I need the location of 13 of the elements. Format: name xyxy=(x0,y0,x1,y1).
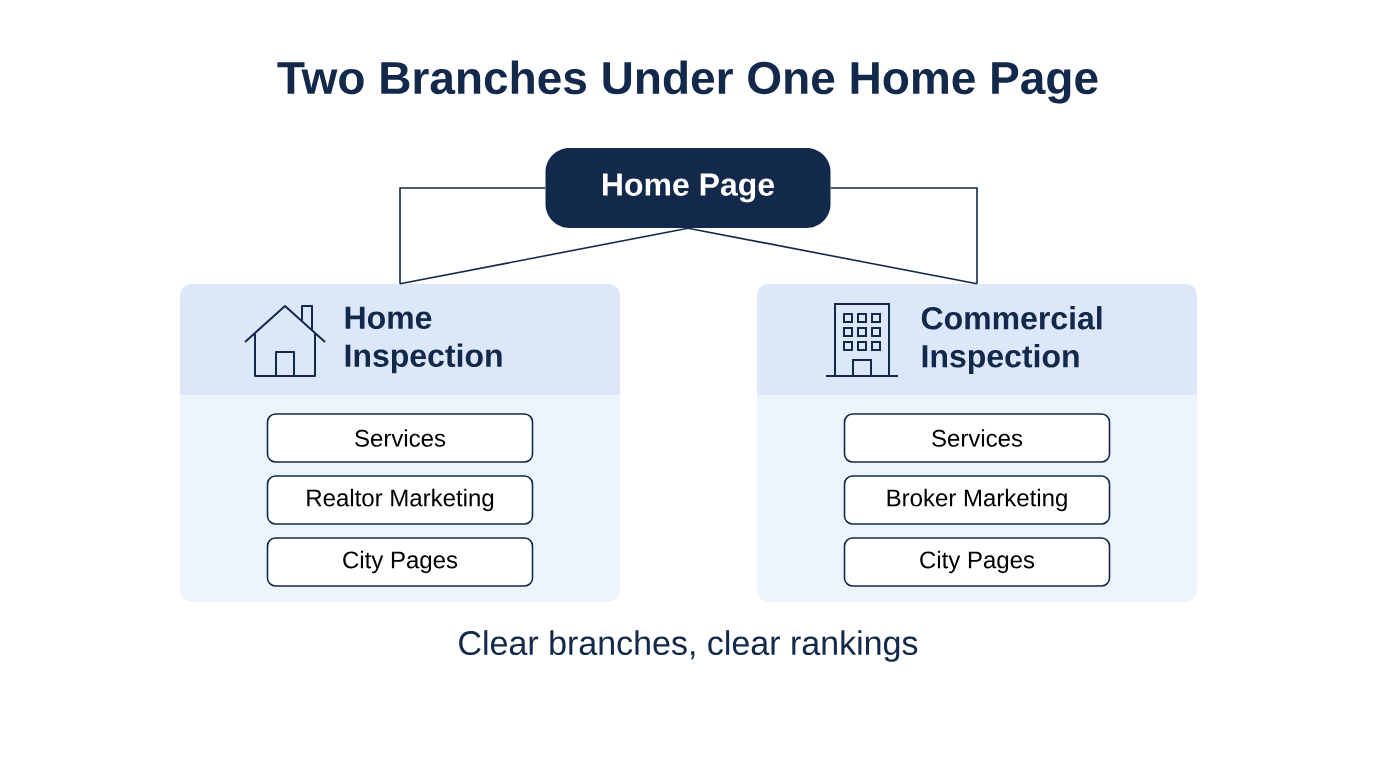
connector-line xyxy=(829,187,978,285)
root-pill: Home Page xyxy=(545,148,831,228)
page-box: Broker Marketing xyxy=(843,475,1111,525)
page-box: City Pages xyxy=(843,537,1111,587)
connector-line xyxy=(399,187,547,285)
caption: Clear branches, clear rankings xyxy=(459,630,918,662)
connector-line xyxy=(687,227,978,285)
connector-line xyxy=(399,227,689,285)
page-box: Services xyxy=(266,413,534,463)
page-box: Realtor Marketing xyxy=(266,475,534,525)
page-box: City Pages xyxy=(266,537,534,587)
page-box: Services xyxy=(843,413,1111,463)
title: Two Branches Under One Home Page xyxy=(277,60,1098,104)
